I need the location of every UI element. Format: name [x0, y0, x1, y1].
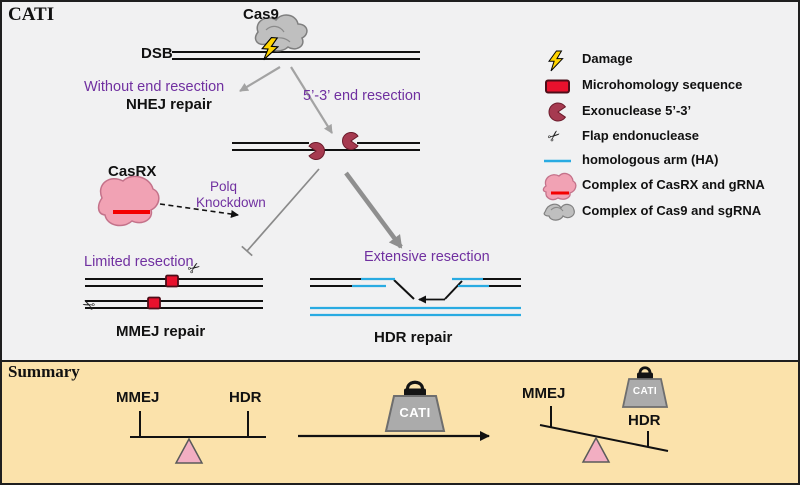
balance-after-mmej-label: MMEJ	[522, 385, 566, 402]
cati-weight-large-label: CATI	[399, 405, 431, 420]
hdr-repair-label: HDR repair	[374, 329, 453, 346]
balance-before-mmej-label: MMEJ	[116, 389, 160, 406]
cati-weight-small-label: CATI	[632, 386, 658, 397]
legend-casrx-complex-label: Complex of CasRX and gRNA	[582, 177, 765, 192]
summary-panel	[0, 360, 800, 485]
end-resection-label: 5’-3’ end resection	[303, 88, 421, 104]
without-end-resection-label: Without end resection	[84, 79, 225, 95]
legend-homologous-arm-label: homologous arm (HA)	[582, 152, 719, 167]
legend-cas9-complex-label: Complex of Cas9 and sgRNA	[582, 203, 762, 218]
summary-title: Summary	[8, 362, 80, 381]
nhej-repair-label: NHEJ repair	[126, 96, 212, 113]
legend-microhomology-label: Microhomology sequence	[582, 77, 743, 92]
balance-before-hdr-label: HDR	[229, 389, 262, 406]
legend-flap-endonuclease-label: Flap endonuclease	[582, 128, 700, 143]
limited-resection-label: Limited resection	[84, 254, 194, 270]
balance-after-hdr-label: HDR	[628, 412, 661, 429]
cati-title: CATI	[8, 4, 55, 25]
polq-knockdown-label-line1: Polq	[210, 179, 238, 194]
legend-exonuclease-label: Exonuclease 5’-3’	[582, 103, 692, 118]
polq-knockdown-label-line2: Knockdown	[196, 195, 266, 210]
mmej-repair-label: MMEJ repair	[116, 323, 206, 340]
casrx-label: CasRX	[108, 163, 157, 180]
legend-damage-label: Damage	[582, 51, 633, 66]
dsb-label: DSB	[141, 45, 173, 62]
extensive-resection-label: Extensive resection	[364, 249, 490, 265]
cas9-label: Cas9	[243, 6, 279, 23]
